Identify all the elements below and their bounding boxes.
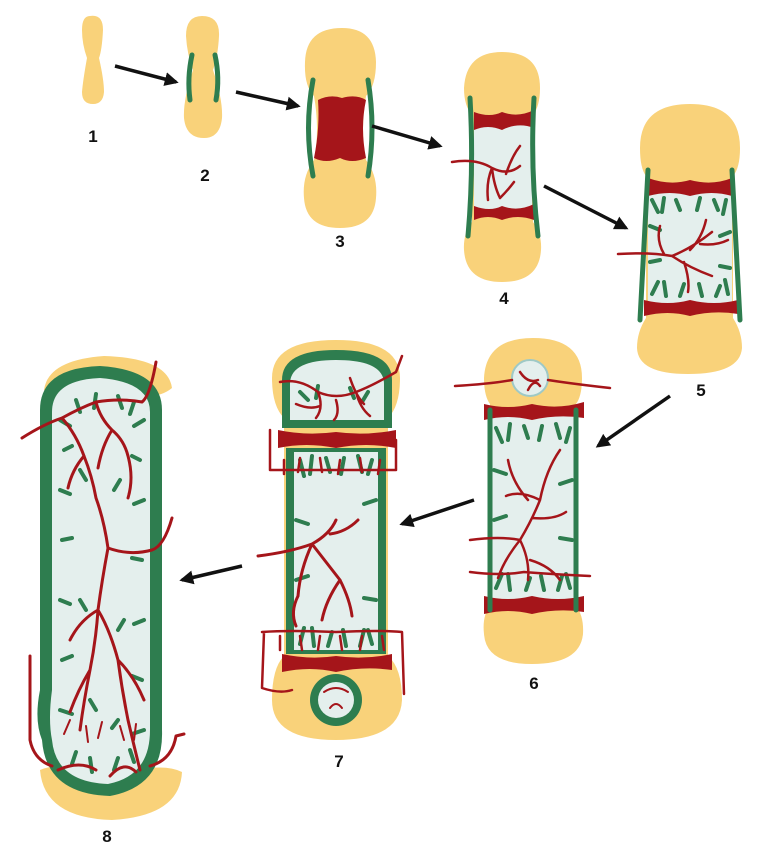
- stage-label-1: 1: [88, 127, 97, 146]
- stage-label-4: 4: [499, 289, 509, 308]
- arrow-7-to-8: [179, 564, 243, 585]
- stage-8-mature-bone: 8: [20, 356, 186, 846]
- stage-3-primary-center: 3: [303, 28, 377, 251]
- progression-arrows: [114, 64, 671, 585]
- stage-4-vascular-invasion: 4: [450, 52, 542, 308]
- stage-5-marrow-cavity: 5: [616, 104, 743, 400]
- stage-label-7: 7: [334, 752, 343, 771]
- stage-label-8: 8: [102, 827, 111, 846]
- stage-label-6: 6: [529, 674, 538, 693]
- stage-1-cartilage-model: 1: [82, 15, 104, 146]
- stage-2-bone-collar: 2: [183, 16, 223, 185]
- stage-label-2: 2: [200, 166, 209, 185]
- arrow-3-to-4: [371, 124, 443, 150]
- arrow-2-to-3: [235, 90, 301, 111]
- stage-label-5: 5: [696, 381, 705, 400]
- arrow-5-to-6: [595, 394, 671, 448]
- stage-7-both-epiphyses: 7: [256, 340, 406, 771]
- arrow-1-to-2: [114, 64, 179, 86]
- stage-label-3: 3: [335, 232, 344, 251]
- arrow-6-to-7: [399, 498, 475, 528]
- stage-6-secondary-center: 6: [453, 338, 612, 693]
- arrow-4-to-5: [543, 184, 629, 230]
